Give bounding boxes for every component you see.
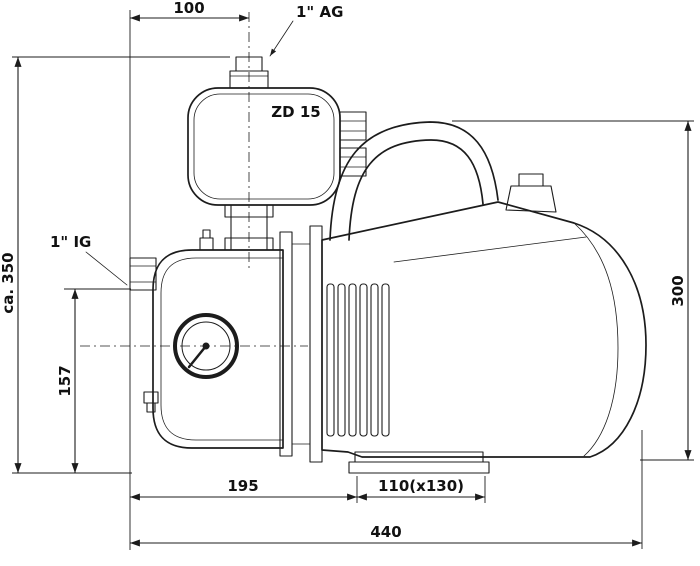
pump-head [143, 229, 284, 449]
gauge-hub [202, 342, 210, 350]
dim-inlet-height-label: 157 [56, 365, 74, 396]
dim-body-height-label: 300 [669, 275, 687, 306]
drain-plug [146, 402, 156, 413]
dim-front-length: 195 [130, 477, 357, 501]
dim-inlet-height: 157 [56, 289, 79, 473]
leader-line [269, 20, 294, 57]
inlet-port-label: 1" IG [50, 233, 91, 251]
flange-plate-middle [291, 243, 311, 445]
dim-body-height: 300 [669, 120, 692, 460]
model-label: ZD 15 [271, 103, 320, 121]
gauge-needle [187, 344, 208, 369]
inlet-callout: 1" IG [50, 233, 128, 286]
pump-head-outline [152, 249, 284, 449]
handle-inner [348, 139, 484, 241]
pressure-gauge [173, 313, 239, 379]
dim-top-width: 100 [130, 0, 249, 22]
gauge-bezel [173, 313, 239, 379]
pressure-switch-unit: ZD 15 [187, 56, 367, 251]
dim-overall-length-label: 440 [370, 523, 401, 541]
outlet-callout: 1" AG [269, 3, 343, 57]
vent-slot [359, 283, 368, 437]
vent-slot [348, 283, 357, 437]
leader-line [85, 251, 128, 286]
dim-foot-length-label: 110(x130) [378, 477, 464, 495]
terminal-box [505, 185, 557, 213]
cable-gland-lower [339, 147, 367, 177]
vent-slot [337, 283, 346, 437]
drain-plug-base [143, 391, 159, 404]
terminal-box-cap [518, 173, 544, 187]
dim-overall-height-label: ca. 350 [0, 252, 17, 313]
bleed-screw [202, 229, 211, 239]
casing-parting-line [393, 236, 587, 263]
connection-flange [279, 225, 323, 463]
flange-plate-front [279, 231, 293, 457]
flange-plate-rear [309, 225, 323, 463]
cable-gland-upper [339, 111, 367, 141]
bleed-screw-base [199, 237, 214, 251]
vent-slot [326, 283, 335, 437]
handle-outer [329, 121, 499, 241]
dim-top-width-label: 100 [173, 0, 204, 17]
outlet-port-label: 1" AG [296, 3, 343, 21]
vent-slots [326, 283, 390, 437]
vent-slot [370, 283, 379, 437]
dim-overall-height: ca. 350 [0, 57, 22, 473]
rear-cap-contour [573, 222, 619, 457]
riser-collar-top [224, 204, 274, 218]
carry-handle [329, 121, 499, 241]
inlet-port [129, 257, 157, 291]
motor-outline [321, 201, 647, 458]
mounting-foot [348, 451, 490, 474]
vent-slot [381, 283, 390, 437]
dim-front-length-label: 195 [227, 477, 258, 495]
gauge-dial [181, 321, 231, 371]
dim-overall-length: 440 [130, 523, 642, 547]
dim-foot-length: 110(x130) [357, 477, 485, 501]
extension-lines [12, 10, 694, 550]
switch-body-inner [193, 93, 335, 200]
motor-housing [321, 173, 647, 458]
pump-head-inner-contour [160, 257, 284, 441]
foot-base-plate [348, 461, 490, 474]
inlet-stub [129, 257, 157, 291]
